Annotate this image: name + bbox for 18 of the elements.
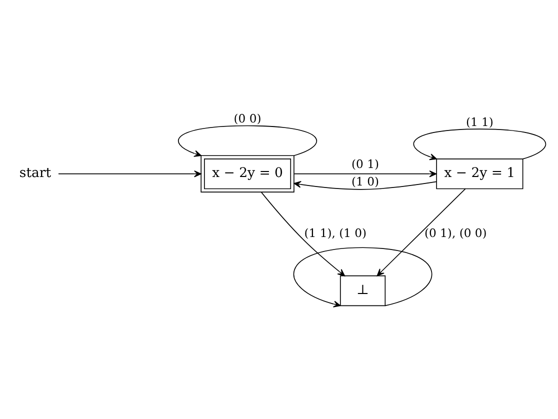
arrow (376, 188, 466, 276)
node-box: x − 2y = 1 (436, 158, 524, 190)
edge-label: (0 0) (234, 112, 262, 126)
node-text: start (19, 166, 52, 181)
arrow (178, 125, 318, 157)
node-box: ⊥ (340, 275, 386, 306)
arrow (294, 181, 437, 190)
arrow (413, 128, 546, 160)
arrow (261, 192, 346, 276)
edge-label: (1 1), (1 0) (304, 226, 367, 240)
arrow (294, 170, 437, 178)
arrow (294, 247, 432, 308)
node-box: x − 2y = 0 (200, 155, 294, 192)
arrow (58, 170, 202, 178)
edge-label: (1 1) (466, 114, 494, 129)
edge-label: (0 1) (352, 157, 380, 172)
edge-label: (1 0) (352, 174, 380, 189)
edge-label: (0 1), (0 0) (424, 226, 487, 240)
